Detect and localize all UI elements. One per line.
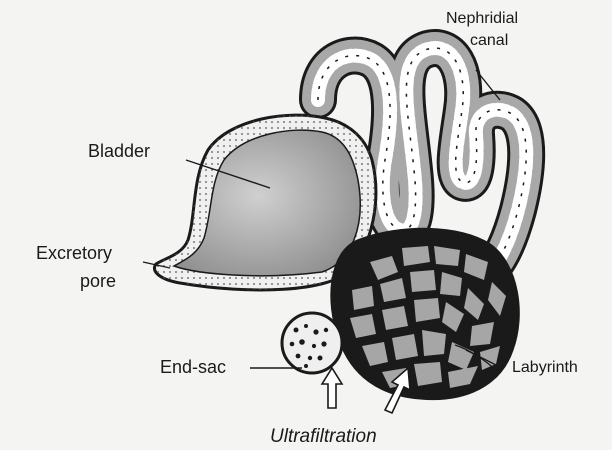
end-sac-label: End-sac: [160, 356, 226, 378]
nephridial-canal-label-line2: canal: [470, 30, 508, 52]
ultrafiltration-arrow-left: [322, 368, 342, 408]
labyrinth-label: Labyrinth: [512, 357, 578, 379]
excretory-pore-label-line2: pore: [80, 270, 116, 292]
excretory-pore-label-line1: Excretory: [36, 242, 112, 264]
end-sac-shape: [282, 313, 342, 373]
bladder-label: Bladder: [88, 140, 150, 162]
labyrinth-shape: [332, 229, 518, 398]
ultrafiltration-label: Ultrafiltration: [270, 426, 377, 448]
nephridial-canal-label-line1: Nephridial: [446, 8, 518, 30]
